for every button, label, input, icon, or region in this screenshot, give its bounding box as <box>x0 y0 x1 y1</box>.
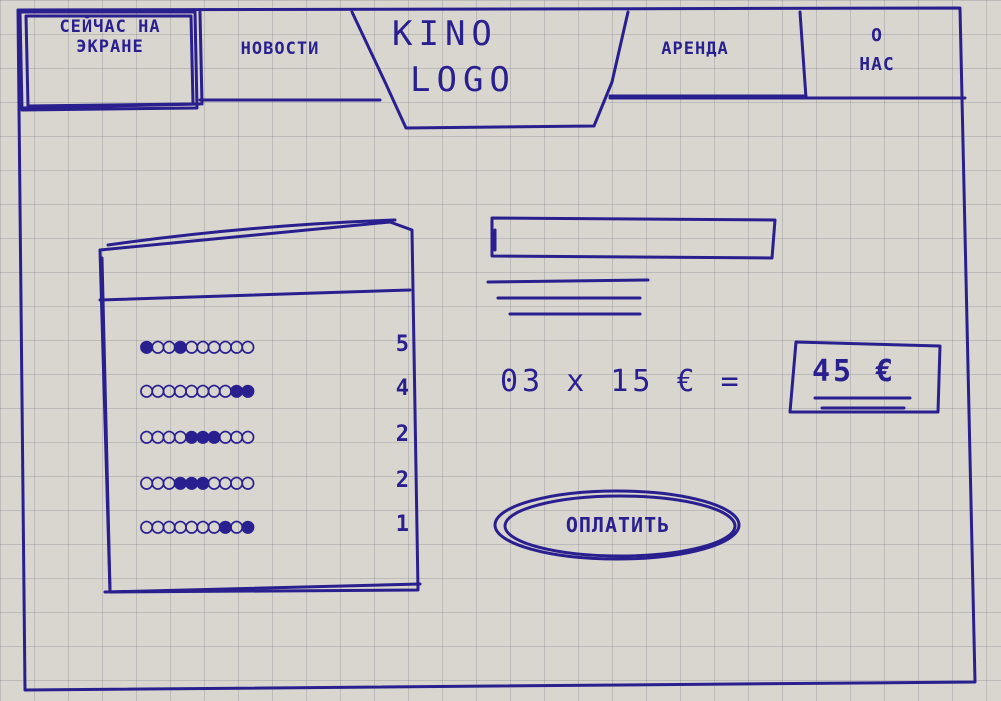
nav-tab-rent[interactable]: АРЕНДА <box>625 39 765 60</box>
order-total: 45 € <box>812 354 897 389</box>
nav-tab-about-line-1: О <box>871 25 883 46</box>
total-box <box>788 340 942 414</box>
site-logo[interactable]: KINO LOGO <box>392 12 552 104</box>
nav-tab-about[interactable]: О НАС <box>822 22 932 80</box>
rating-value: 2 <box>395 422 410 447</box>
rating-row[interactable]: ○○○○○○○○●● 4 <box>140 374 410 404</box>
pay-button[interactable]: ОПЛАТИТЬ <box>496 492 740 558</box>
equals-sign: = <box>720 364 743 399</box>
ticket-price: 15 € <box>610 364 699 399</box>
nav-tab-rent-label: АРЕНДА <box>661 39 729 59</box>
nav-tab-news-label: НОВОСТИ <box>240 39 320 59</box>
rating-dots: ○○○○●●●○○○ <box>140 424 254 449</box>
rating-value: 4 <box>395 376 410 401</box>
nav-tab-about-line-2: НАС <box>859 53 895 75</box>
nav-tab-news[interactable]: НОВОСТИ <box>205 39 355 60</box>
rating-value: 2 <box>395 468 410 493</box>
text-placeholder-1 <box>486 278 650 284</box>
rating-row[interactable]: ●○○●○○○○○○ 5 <box>140 330 410 360</box>
nav-tab-now-outline <box>18 10 199 112</box>
logo-line-2: LOGO <box>410 59 516 100</box>
ticket-quantity: 03 <box>500 364 545 399</box>
order-calculation: 03 x 15 € = <box>500 364 743 399</box>
rating-row[interactable]: ○○○○●●●○○○ 2 <box>140 420 410 450</box>
nav-logo-outline <box>350 10 630 130</box>
pay-button-outline <box>493 489 741 561</box>
logo-line-1: KINO <box>392 14 498 54</box>
rating-value: 1 <box>395 512 410 537</box>
multiply-sign: x <box>566 364 589 399</box>
rating-value: 5 <box>395 332 410 357</box>
title-placeholder <box>490 216 777 260</box>
poster-header-line <box>98 288 412 302</box>
rating-dots: ○○○○○○○○●● <box>140 378 254 403</box>
nav-tab-now-playing[interactable]: СЕЙЧАС НА ЭКРАНЕ <box>26 17 194 57</box>
page-outline <box>16 6 977 692</box>
rating-dots: ●○○●○○○○○○ <box>140 334 254 359</box>
rating-row[interactable]: ○○○●●●○○○○ 2 <box>140 466 410 496</box>
rating-dots: ○○○○○○○●○● <box>140 514 254 539</box>
rating-dots: ○○○●●●○○○○ <box>140 470 254 495</box>
nav-tab-now-playing-label: СЕЙЧАС НА ЭКРАНЕ <box>59 17 161 57</box>
rating-row[interactable]: ○○○○○○○●○● 1 <box>140 510 410 540</box>
pay-button-label: ОПЛАТИТЬ <box>565 513 671 537</box>
